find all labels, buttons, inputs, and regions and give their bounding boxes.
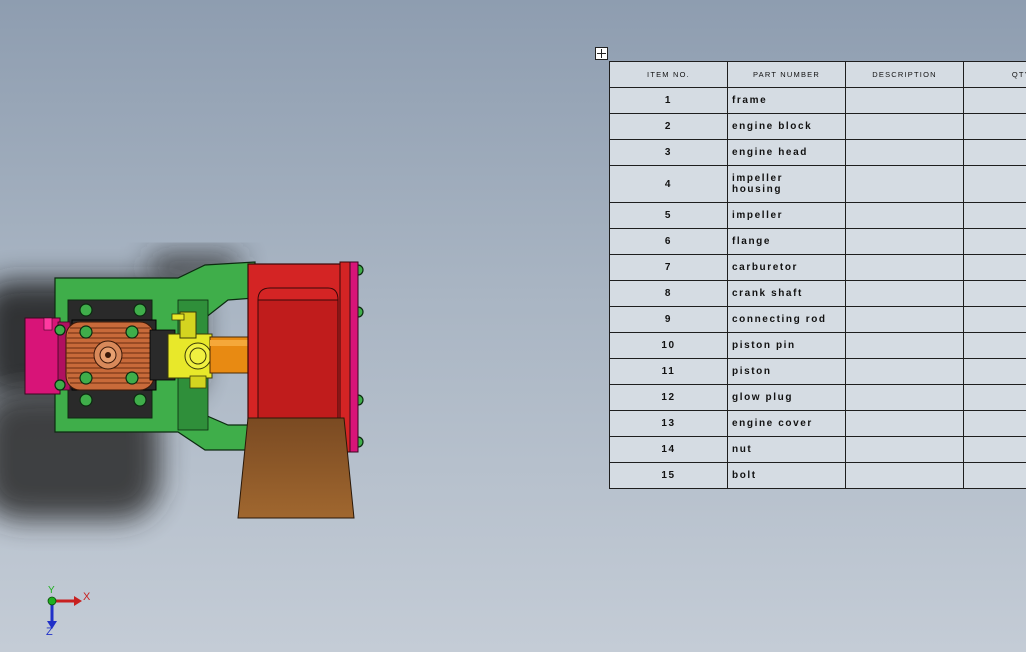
cell-part: flange bbox=[727, 228, 846, 255]
carburetor-part[interactable] bbox=[167, 311, 213, 389]
cell-item: 13 bbox=[609, 410, 728, 437]
cell-qty: 1 bbox=[963, 87, 1026, 114]
cell-qty: 1 bbox=[963, 306, 1026, 333]
cell-qty: 1 bbox=[963, 254, 1026, 281]
cell-qty: 1 bbox=[963, 228, 1026, 255]
cell-item: 6 bbox=[609, 228, 728, 255]
cell-description bbox=[845, 87, 964, 114]
cell-part: connecting rod bbox=[727, 306, 846, 333]
cell-qty: 1 bbox=[963, 202, 1026, 229]
cell-description bbox=[845, 228, 964, 255]
cell-description bbox=[845, 139, 964, 166]
cell-description bbox=[845, 358, 964, 385]
cell-qty: 1 bbox=[963, 280, 1026, 307]
triad-x-label: X bbox=[83, 591, 91, 603]
triad-z-label: Z bbox=[46, 626, 53, 638]
cell-description bbox=[845, 254, 964, 281]
header-part-number[interactable]: PART NUMBER bbox=[727, 61, 846, 88]
cell-part: carburetor bbox=[727, 254, 846, 281]
cell-description bbox=[845, 306, 964, 333]
table-move-handle-icon[interactable] bbox=[595, 47, 608, 60]
triad-x-axis-icon bbox=[52, 596, 82, 606]
header-qty[interactable]: QTY. bbox=[963, 61, 1026, 88]
header-description[interactable]: DESCRIPTION bbox=[845, 61, 964, 88]
cell-qty: 1 bbox=[963, 139, 1026, 166]
cell-qty: 1 bbox=[963, 436, 1026, 463]
table-header-row: ITEM NO. PART NUMBER DESCRIPTION QTY. bbox=[609, 61, 1026, 88]
cell-part: bolt bbox=[727, 462, 846, 489]
cell-description bbox=[845, 202, 964, 229]
cell-part: engine cover bbox=[727, 410, 846, 437]
triad-y-label: Y bbox=[48, 585, 55, 596]
cell-description bbox=[845, 384, 964, 411]
cell-description bbox=[845, 113, 964, 140]
cell-description bbox=[845, 332, 964, 359]
cell-part: impeller bbox=[727, 202, 846, 229]
cell-item: 4 bbox=[609, 165, 728, 203]
cell-description bbox=[845, 165, 964, 203]
cell-part: engine block bbox=[727, 113, 846, 140]
cell-item: 12 bbox=[609, 384, 728, 411]
cell-description bbox=[845, 410, 964, 437]
cell-qty: 1 bbox=[963, 410, 1026, 437]
cell-part: nut bbox=[727, 436, 846, 463]
cell-qty: 1 bbox=[963, 358, 1026, 385]
cell-part: piston pin bbox=[727, 332, 846, 359]
cell-item: 10 bbox=[609, 332, 728, 359]
impeller-housing-part[interactable] bbox=[247, 261, 359, 453]
cell-item: 14 bbox=[609, 436, 728, 463]
triad-y-axis-icon bbox=[47, 596, 57, 606]
cell-description bbox=[845, 462, 964, 489]
cell-item: 1 bbox=[609, 87, 728, 114]
cell-part: crank shaft bbox=[727, 280, 846, 307]
header-item-no[interactable]: ITEM NO. bbox=[609, 61, 728, 88]
cell-item: 11 bbox=[609, 358, 728, 385]
cell-qty: 1 bbox=[963, 165, 1026, 203]
cell-qty: 23 bbox=[963, 462, 1026, 489]
cell-description bbox=[845, 436, 964, 463]
cell-part: frame bbox=[727, 87, 846, 114]
crank-shaft-part[interactable] bbox=[209, 336, 253, 374]
cell-qty: 1 bbox=[963, 113, 1026, 140]
cell-item: 3 bbox=[609, 139, 728, 166]
cell-qty: 1 bbox=[963, 384, 1026, 411]
cell-part: impeller housing bbox=[727, 165, 846, 203]
bill-of-materials-table[interactable]: ITEM NO. PART NUMBER DESCRIPTION QTY. 1f… bbox=[609, 61, 1026, 489]
coordinate-triad[interactable]: X Y Z bbox=[40, 585, 100, 640]
cell-qty: 1 bbox=[963, 332, 1026, 359]
cell-item: 8 bbox=[609, 280, 728, 307]
cell-item: 9 bbox=[609, 306, 728, 333]
cell-item: 7 bbox=[609, 254, 728, 281]
cell-item: 5 bbox=[609, 202, 728, 229]
cell-part: glow plug bbox=[727, 384, 846, 411]
cell-item: 15 bbox=[609, 462, 728, 489]
cell-description bbox=[845, 280, 964, 307]
outlet-part[interactable] bbox=[237, 417, 355, 519]
table-row[interactable]: 1frame1 bbox=[609, 87, 1026, 114]
cell-item: 2 bbox=[609, 113, 728, 140]
cell-part: engine head bbox=[727, 139, 846, 166]
cell-part: piston bbox=[727, 358, 846, 385]
